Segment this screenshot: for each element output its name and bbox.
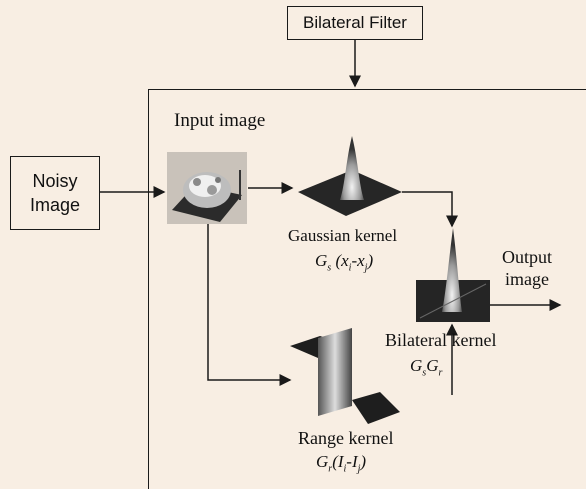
input-image-thumbnail <box>167 152 247 224</box>
noisy-image-line2: Image <box>29 195 81 215</box>
bilateral-kernel-formula: GsGr <box>410 356 443 379</box>
input-to-range-arrow <box>207 224 292 386</box>
gaussian-to-bilateral-arrow <box>402 191 458 228</box>
bilateral-kernel-label: Bilateral kernel <box>385 330 497 350</box>
noisy-image-box: Noisy Image <box>10 156 100 230</box>
bilateral-kernel-surface <box>416 228 490 322</box>
bilateral-filter-title: Bilateral Filter <box>303 13 407 32</box>
noisy-image-line1: Noisy <box>32 171 78 191</box>
range-kernel-formula: Gr(Ii-Ij) <box>316 452 367 475</box>
gaussian-kernel-label: Gaussian kernel <box>288 226 398 245</box>
range-kernel-label: Range kernel <box>298 428 394 448</box>
gaussian-kernel-formula: Gs (xi-xj) <box>315 251 374 274</box>
gaussian-kernel-surface <box>298 136 402 216</box>
input-image-label: Input image <box>174 110 266 131</box>
output-image-label: Output image <box>502 247 553 289</box>
bilateral-filter-title-box: Bilateral Filter <box>287 6 423 40</box>
range-kernel-surface <box>290 328 400 424</box>
